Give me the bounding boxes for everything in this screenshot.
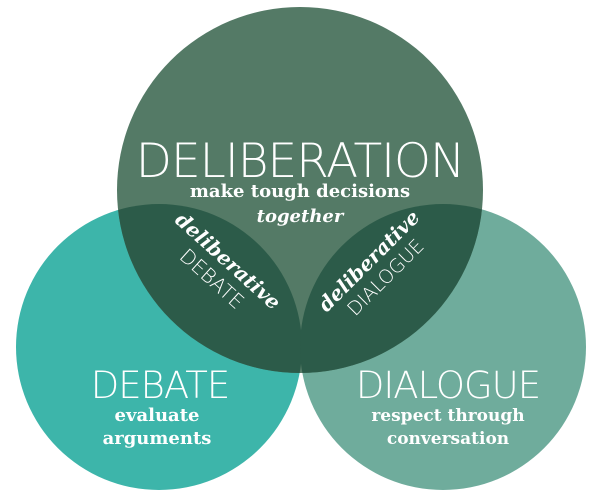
deliberation-title: DELIBERATION xyxy=(136,134,464,189)
deliberation-subtitle-line2: together xyxy=(257,206,345,227)
dialogue-subtitle-line2: conversation xyxy=(387,429,509,449)
dialogue-title: DIALOGUE xyxy=(356,364,540,407)
debate-subtitle-line1: evaluate xyxy=(115,405,200,426)
dialogue-subtitle-line1: respect through xyxy=(371,406,524,426)
debate-title: DEBATE xyxy=(91,364,230,407)
debate-subtitle-line2: arguments xyxy=(103,428,212,449)
deliberation-subtitle-line1: make tough decisions xyxy=(190,181,410,202)
